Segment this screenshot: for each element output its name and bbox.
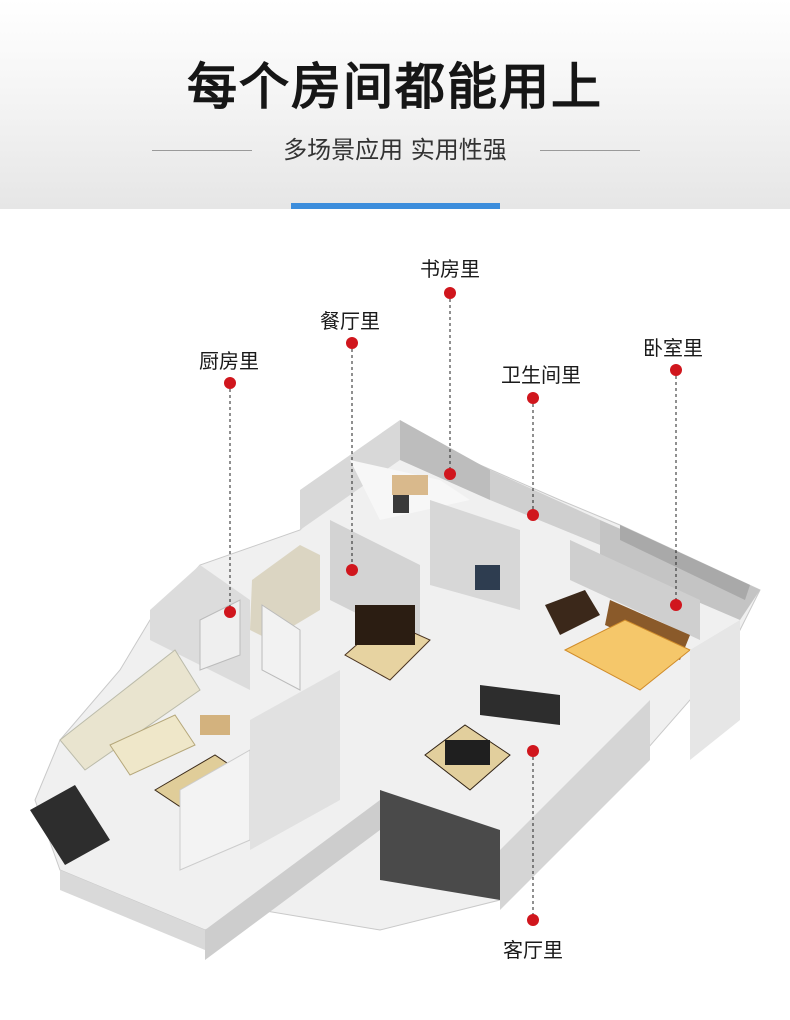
wall-top [400,420,490,500]
bedroom-wall [570,540,700,640]
marker-study-room [444,468,456,480]
label-living: 客厅里 [503,938,563,962]
front-wall-mid [205,800,380,960]
marker-dining-room [346,564,358,576]
marker-bathroom-room [527,509,539,521]
marker-bedroom-room [670,599,682,611]
header-banner: 每个房间都能用上 多场景应用 实用性强 [0,0,790,209]
marker-bathroom-top [527,392,539,404]
kitchen-shelf [261,604,301,691]
label-study: 书房里 [420,257,480,281]
bathroom-mirror [475,565,500,590]
label-dining: 餐厅里 [320,309,380,333]
side-table [200,715,230,735]
tv-cabinet [480,685,560,725]
front-wall-left [60,870,205,950]
label-kitchen: 厨房里 [199,349,259,373]
study-chair [393,495,409,513]
label-bathroom: 卫生间里 [501,363,581,387]
accent-bar [291,203,500,209]
page-subtitle: 多场景应用 实用性强 [283,136,507,164]
marker-dining-top [346,337,358,349]
marker-bedroom-top [670,364,682,376]
sofa [109,714,196,776]
entry-dark [380,790,500,900]
marker-living-room [527,745,539,757]
callout-lines [229,293,677,920]
bedroom-wall-right [690,620,740,760]
marker-study-top [444,287,456,299]
study-desk [392,475,428,495]
wall-right-top [490,470,600,545]
sunroom-frame [59,649,201,771]
crib [545,590,600,635]
subtitle-divider-left [152,150,252,151]
wall-top-left [300,420,400,530]
marker-kitchen-room [224,606,236,618]
balcony-bench [30,785,110,865]
coffee-table [445,740,490,765]
wall-right-window [620,525,750,600]
marker-living-bottom [527,914,539,926]
partition-wall [250,670,340,850]
markers [224,287,682,926]
subtitle-divider-right [540,150,640,151]
page-title: 每个房间都能用上 [187,58,603,116]
front-wall-right [500,700,650,910]
dining-table [355,605,415,645]
floorplan-illustration [30,287,761,960]
label-bedroom: 卧室里 [643,336,703,360]
marker-kitchen-top [224,377,236,389]
